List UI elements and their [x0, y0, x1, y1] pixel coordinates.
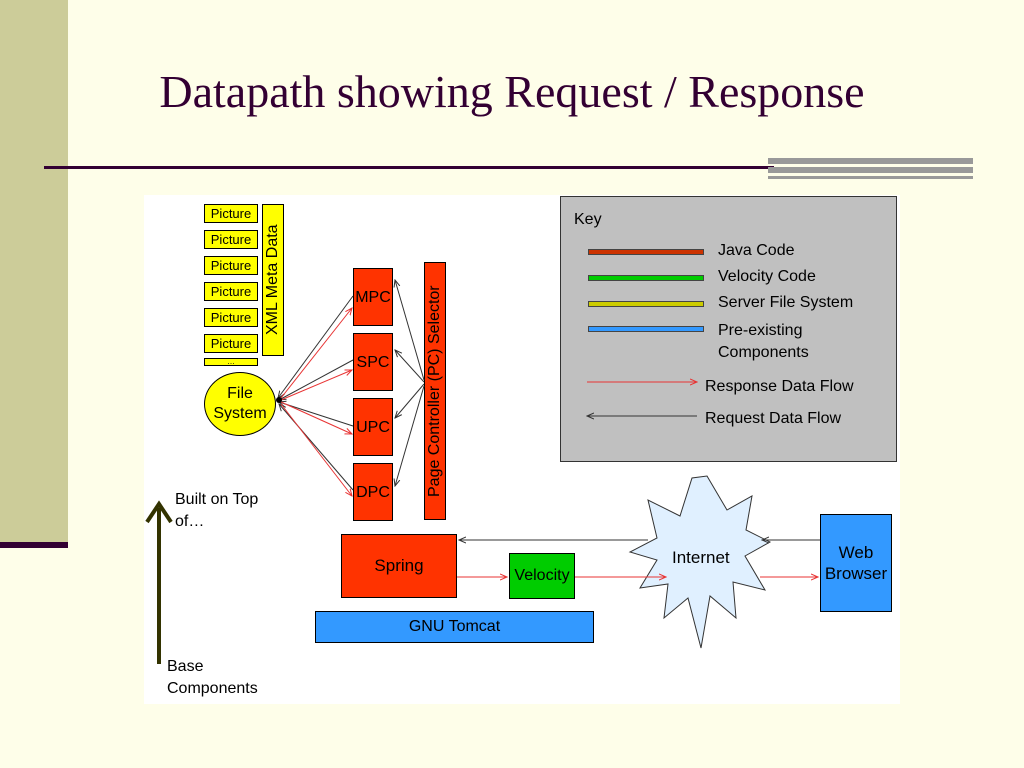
key-label-server-fs: Server File System: [718, 294, 854, 311]
picture-box: Picture: [204, 282, 258, 301]
picture-box: Picture: [204, 334, 258, 353]
file-system: File System: [204, 372, 276, 436]
key-swatch-java: [588, 249, 704, 255]
key-label-preexisting: Pre-existing Components: [718, 322, 809, 362]
key-label-response-flow: Response Data Flow: [705, 378, 854, 395]
key-legend: Key Java Code Velocity Code Server File …: [560, 196, 897, 462]
key-heading: Key: [574, 211, 602, 228]
controller-spc: SPC: [353, 333, 393, 391]
left-accent-rule: [0, 542, 68, 548]
web-browser-box: Web Browser: [820, 514, 892, 612]
slide-title: Datapath showing Request / Response: [159, 66, 865, 117]
picture-more: …: [204, 358, 258, 366]
spring-box: Spring: [341, 534, 457, 598]
key-swatch-server-fs: [588, 301, 704, 307]
key-label-request-flow: Request Data Flow: [705, 410, 842, 427]
key-label-velocity: Velocity Code: [718, 268, 816, 285]
internet-label: Internet: [672, 548, 730, 567]
title-divider-accent: [768, 158, 973, 179]
left-accent-band: [0, 0, 68, 548]
controller-mpc: MPC: [353, 268, 393, 326]
base-components-label: Base Components: [167, 658, 258, 697]
key-swatch-preexisting: [588, 326, 704, 332]
controller-dpc: DPC: [353, 463, 393, 521]
tomcat-box: GNU Tomcat: [315, 611, 594, 643]
controller-upc: UPC: [353, 398, 393, 456]
xml-meta-data: XML Meta Data: [262, 204, 284, 356]
title-divider: [44, 166, 774, 169]
picture-box: Picture: [204, 256, 258, 275]
pc-selector: Page Controller (PC) Selector: [424, 262, 446, 520]
picture-box: Picture: [204, 204, 258, 223]
picture-box: Picture: [204, 308, 258, 327]
key-label-java: Java Code: [718, 242, 795, 259]
built-on-label: Built on Top of…: [175, 491, 259, 530]
key-swatch-velocity: [588, 275, 704, 281]
picture-box: Picture: [204, 230, 258, 249]
velocity-box: Velocity: [509, 553, 575, 599]
